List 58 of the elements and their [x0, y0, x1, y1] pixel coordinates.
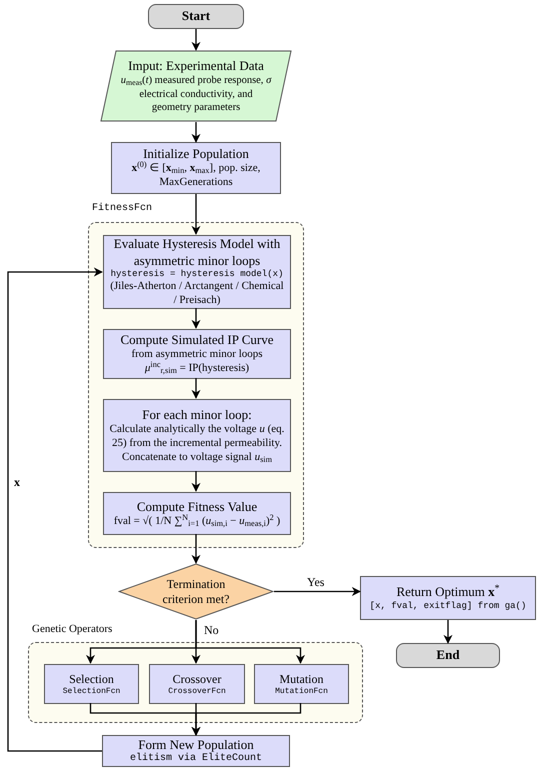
node-text: Concatenate to voltage signal u$_{sim}$: [122, 450, 272, 464]
code-text: hysteresis = hysteresis model(x): [110, 268, 284, 280]
node-title: Initialize Population: [143, 146, 249, 162]
node-title: Selection: [69, 672, 114, 686]
code-text: CrossoverFcn: [168, 686, 226, 696]
process-box: [103, 329, 291, 379]
arrow: [191, 122, 201, 143]
node-title: Mutation: [280, 672, 324, 686]
terminal-box: [396, 643, 500, 668]
node-title: Evaluate Hysteresis Model with asymmetric minor loops: [112, 236, 282, 269]
group-label: FitnessFcn: [92, 204, 152, 214]
node-title: Return Optimum x$^{*}$: [396, 584, 500, 600]
group-label: Genetic Operators: [32, 624, 112, 635]
node-title: Compute Fitness Value: [136, 498, 258, 514]
process-box: [103, 235, 291, 309]
process-box: [111, 142, 281, 194]
arrow: [191, 29, 201, 51]
node-title: Compute Simulated IP Curve: [120, 332, 274, 348]
edge-label: No: [202, 624, 221, 636]
process-box: [360, 576, 536, 620]
arrow: [191, 378, 201, 399]
node-title: Form New Population: [138, 736, 254, 752]
process-box: [254, 664, 349, 704]
node-title: Start: [182, 8, 210, 25]
node-text: Calculate analytically the voltage u (eq. 25) from the incremental permeability.: [108, 423, 286, 450]
code-text: MutationFcn: [275, 686, 328, 696]
arrow: [443, 620, 453, 644]
arrow: [191, 471, 201, 492]
code-text: [x, fval, exitflag] from ga(): [370, 600, 526, 612]
arrow: [7, 267, 103, 752]
node-text: u$_{meas}$(t) measured probe response, σ electrical conductivity, and geometry parameters: [120, 74, 272, 114]
arrow: [191, 194, 201, 235]
process-box: [149, 664, 245, 704]
input-parallelogram: [100, 50, 292, 122]
node-title: Crossover: [172, 672, 222, 686]
process-box: [103, 399, 291, 472]
node-text: from asymmetric minor loops: [131, 348, 263, 362]
node-title: Imput: Experimental Data: [128, 58, 264, 74]
process-box: [103, 492, 291, 535]
node-title: End: [436, 647, 460, 664]
code-text: SelectionFcn: [62, 686, 120, 696]
node-text: (Jiles-Atherton / Arctangent / Chemical / Preisach): [109, 280, 285, 308]
node-title: Termination criterion met?: [162, 576, 230, 606]
node-text: μ$^{inc}$$_{r,sim}$ = IP(hysteresis): [144, 362, 250, 376]
code-text: elitism via EliteCount: [130, 752, 262, 766]
arrow: [195, 620, 306, 664]
arrow: [191, 703, 302, 736]
terminal-box: [148, 4, 244, 29]
edge-label: Yes: [305, 576, 326, 588]
node-text: fval = √( 1/N ∑$^{N}$$_{i=1}$ (u$_{sim,i}$ − u$_{meas,i}$)$^{2}$ ): [114, 514, 280, 528]
arrow: [191, 534, 201, 564]
process-box: [44, 664, 139, 704]
arrow: [191, 308, 201, 329]
node-title: For each minor loop:: [142, 406, 252, 423]
node-text: x$^{(0)}$ ∈ [x$_{min}$, x$_{max}$], pop. size, MaxGenerations: [130, 162, 262, 190]
arrow: [274, 586, 361, 596]
decision-diamond: [118, 563, 274, 620]
process-box: [102, 735, 290, 767]
